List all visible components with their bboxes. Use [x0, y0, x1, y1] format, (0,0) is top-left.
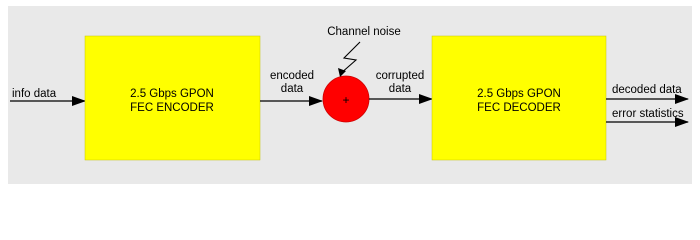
decoded-data-label: decoded data — [612, 84, 682, 96]
channel-noise-label: Channel noise — [327, 26, 401, 38]
noise-arrow-head — [338, 68, 346, 77]
adder-symbol: + — [342, 93, 349, 107]
error-statistics-label: error statistics — [612, 108, 684, 120]
decoder-title-line1: 2.5 Gbps GPON — [477, 88, 561, 100]
noise-lightning-bolt — [339, 41, 361, 75]
encoded-label-line2: data — [281, 83, 304, 95]
encoded-label-line1: encoded — [270, 70, 314, 82]
encoder-block — [84, 35, 261, 161]
decoder-title-line2: FEC DECODER — [477, 102, 561, 114]
decoder-block — [431, 35, 607, 161]
input-label: info data — [12, 88, 57, 100]
corrupted-label-line1: corrupted — [376, 70, 425, 82]
encoder-title-line2: FEC ENCODER — [130, 102, 214, 114]
encoder-title-line1: 2.5 Gbps GPON — [130, 88, 214, 100]
fec-diagram: info data 2.5 Gbps GPON FEC ENCODER enco… — [8, 6, 692, 184]
corrupted-label-line2: data — [389, 83, 412, 95]
diagram-svg: info data 2.5 Gbps GPON FEC ENCODER enco… — [8, 6, 692, 184]
